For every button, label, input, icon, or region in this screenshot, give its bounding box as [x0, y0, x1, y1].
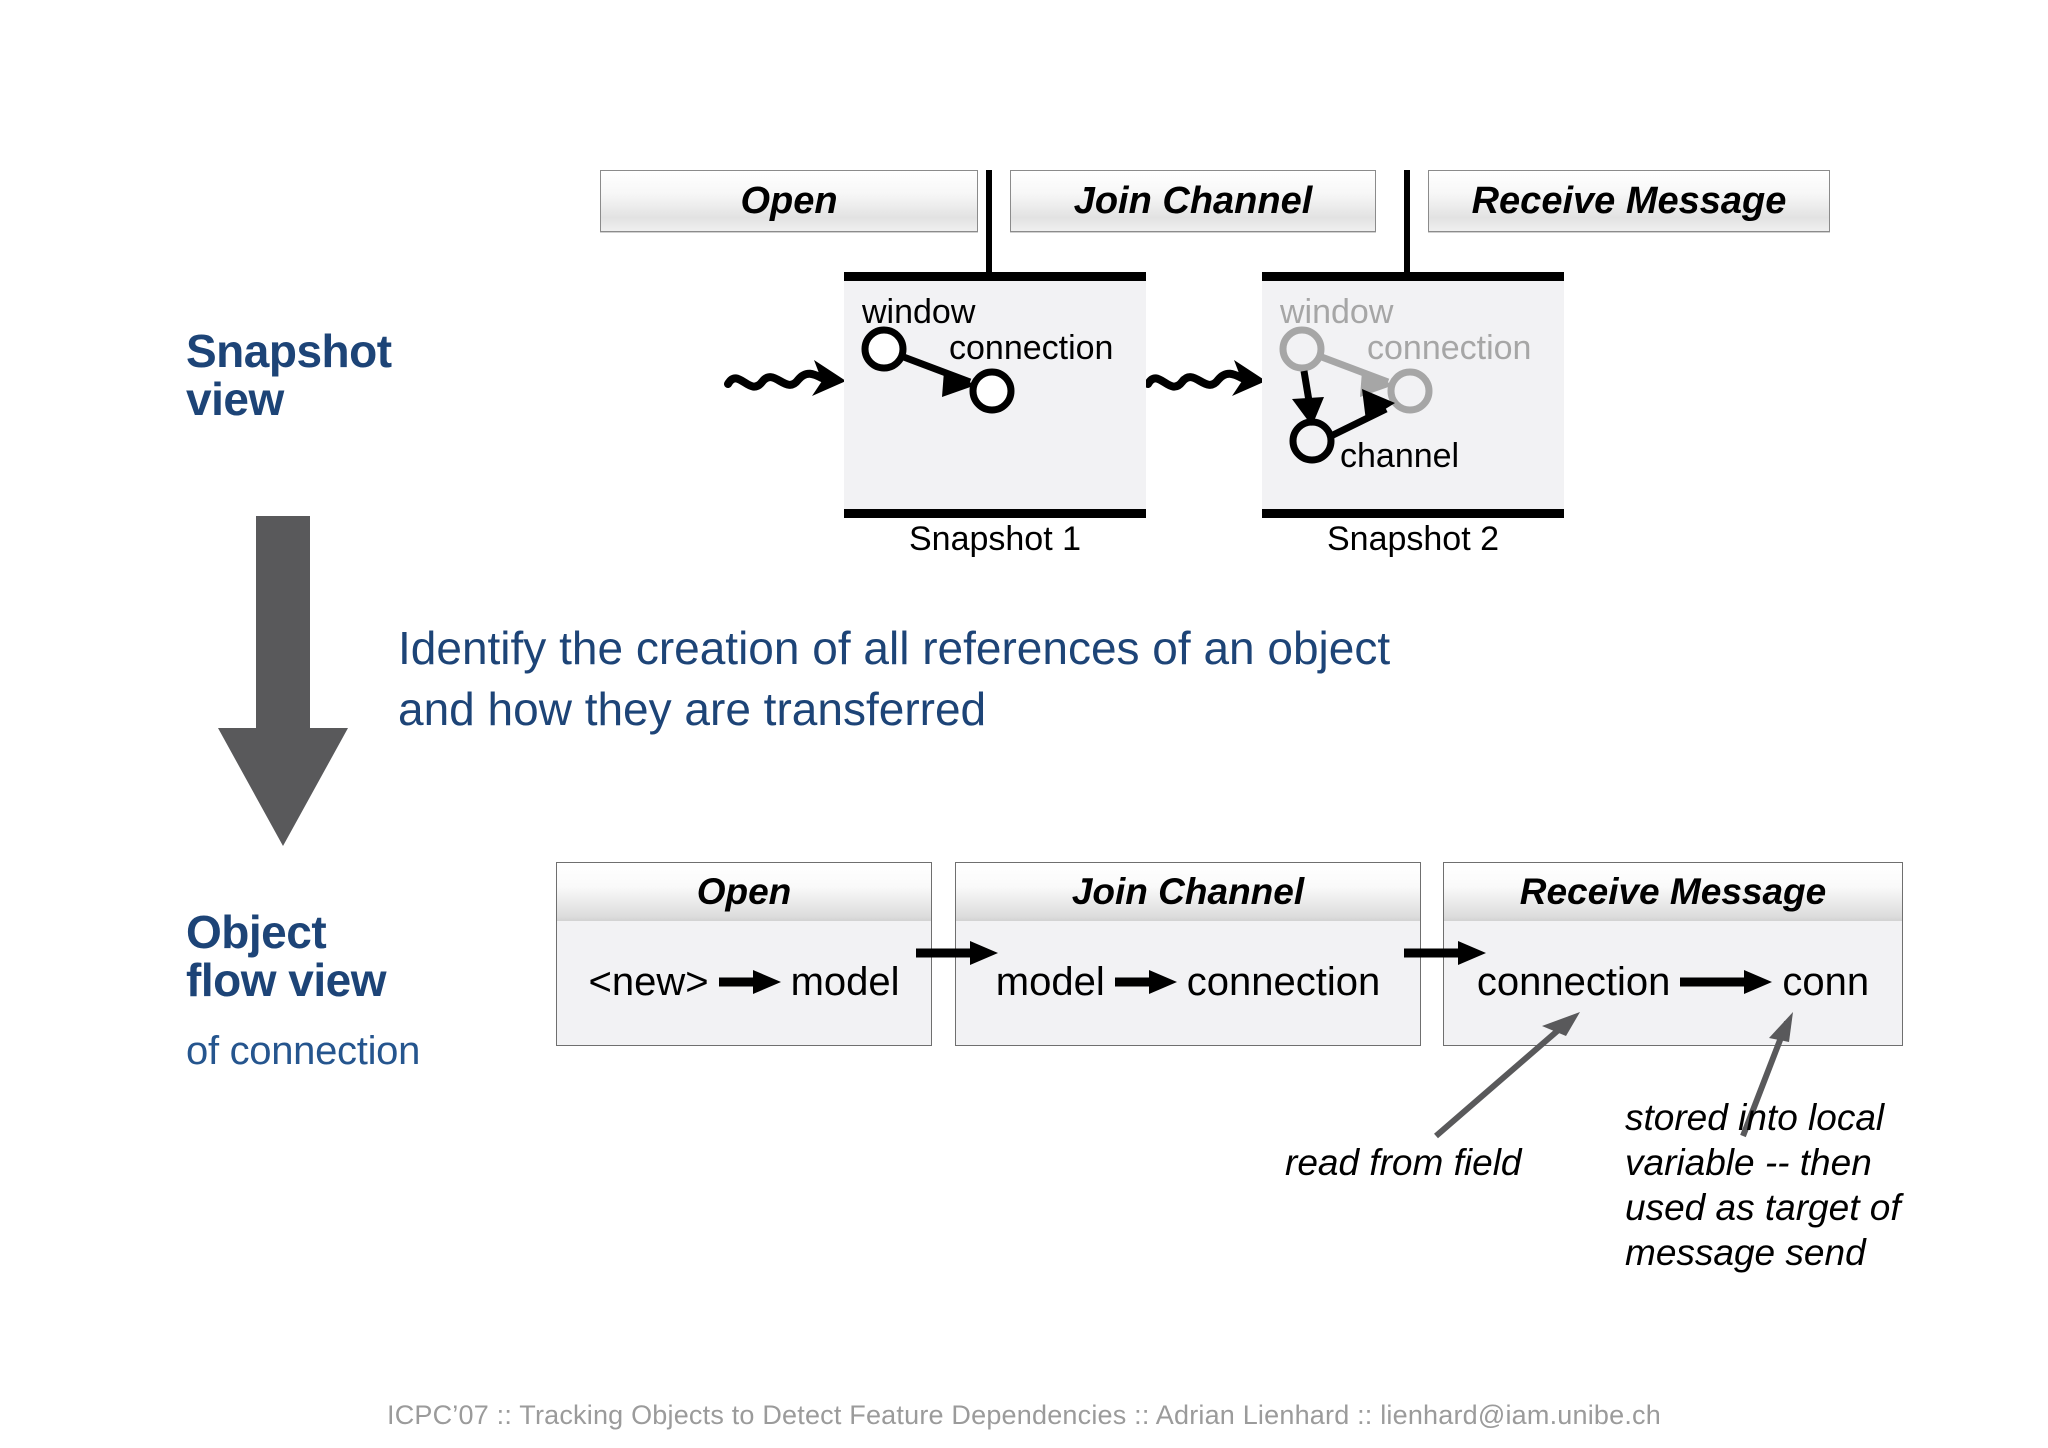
snapshot-box-2: window connection channel — [1262, 272, 1564, 518]
description-line1: Identify the creation of all references … — [398, 622, 1391, 674]
snapshot-2-caption: Snapshot 2 — [1326, 520, 1500, 558]
object-flow-view-subtitle: of connection — [186, 1029, 421, 1073]
annotation-stored-line3: used as target of — [1625, 1187, 1901, 1229]
snapshot-2-node-label-channel: channel — [1340, 437, 1460, 475]
connector-line-snapshot-2 — [1404, 170, 1410, 278]
snapshot-2-object-graph — [1279, 326, 1433, 464]
footer-text: ICPC’07 :: Tracking Objects to Detect Fe… — [387, 1400, 1661, 1430]
feature-box-join-channel-label: Join Channel — [1073, 179, 1313, 222]
snapshot-1-caption: Snapshot 1 — [908, 520, 1082, 558]
flow-box-open-header: Open — [557, 863, 931, 921]
snapshot-2-node-label-window: window — [1280, 293, 1394, 331]
flow-token-connection: connection — [1186, 959, 1381, 1004]
flow-box-receive-message[interactable]: Receive Message connection conn — [1443, 862, 1903, 1046]
snapshot-view-title: Snapshot view — [186, 327, 392, 424]
flow-connector-arrow-1 — [916, 940, 998, 966]
squiggly-arrow-into-snapshot-2 — [1144, 352, 1271, 402]
annotation-pointer-stored-into-local — [1735, 1010, 1805, 1140]
object-flow-view-title-line1: Object — [186, 906, 327, 958]
squiggly-arrow-into-snapshot-1 — [724, 352, 851, 402]
snapshot-view-title-line1: Snapshot — [186, 325, 392, 377]
feature-box-open-label: Open — [740, 179, 838, 222]
flow-token-new: <new> — [588, 959, 709, 1004]
annotation-stored-line4: message send — [1625, 1232, 1866, 1274]
flow-box-join-channel[interactable]: Join Channel model connection — [955, 862, 1421, 1046]
connector-line-snapshot-1 — [986, 170, 992, 278]
object-flow-view-title: Object flow view — [186, 908, 386, 1005]
flow-box-receive-message-header: Receive Message — [1444, 863, 1902, 921]
flow-box-join-channel-body: model connection — [956, 921, 1420, 1043]
feature-box-receive-message-label: Receive Message — [1471, 179, 1787, 222]
flow-box-join-channel-header: Join Channel — [956, 863, 1420, 921]
snapshot-view-title-line2: view — [186, 373, 284, 426]
flow-arrow-icon — [718, 969, 781, 995]
annotation-stored-line2: variable -- then — [1625, 1142, 1872, 1184]
annotation-stored-line1: stored into local — [1625, 1097, 1885, 1138]
flow-token-conn: conn — [1782, 959, 1870, 1004]
snapshot-1-node-label-window: window — [862, 293, 976, 331]
flow-box-open-body: <new> model — [557, 921, 931, 1043]
annotation-stored-into-local: stored into local variable -- then used … — [1625, 1095, 1955, 1276]
flow-token-connection: connection — [1476, 959, 1671, 1004]
annotation-read-from-field: read from field — [1285, 1142, 1522, 1183]
flow-connector-arrow-2 — [1404, 940, 1486, 966]
feature-box-join-channel[interactable]: Join Channel — [1010, 170, 1376, 232]
flow-box-open[interactable]: Open <new> model — [556, 862, 932, 1046]
snapshot-1-object-graph — [861, 326, 1015, 414]
description-line2: and how they are transferred — [398, 682, 987, 735]
flow-down-arrow — [218, 516, 348, 846]
feature-box-open[interactable]: Open — [600, 170, 978, 232]
flow-box-receive-message-body: connection conn — [1444, 921, 1902, 1043]
snapshot-box-1: window connection — [844, 272, 1146, 518]
flow-token-model: model — [790, 959, 900, 1004]
flow-token-model: model — [995, 959, 1105, 1004]
object-flow-view-title-line2: flow view — [186, 954, 386, 1007]
snapshot-2-node-label-connection: connection — [1367, 329, 1532, 367]
snapshot-1-node-label-connection: connection — [949, 329, 1114, 367]
annotation-pointer-read-from-field — [1430, 1010, 1590, 1140]
description-text: Identify the creation of all references … — [398, 618, 1618, 739]
feature-box-receive-message[interactable]: Receive Message — [1428, 170, 1830, 232]
flow-arrow-icon — [1680, 969, 1773, 995]
flow-arrow-icon — [1114, 969, 1177, 995]
